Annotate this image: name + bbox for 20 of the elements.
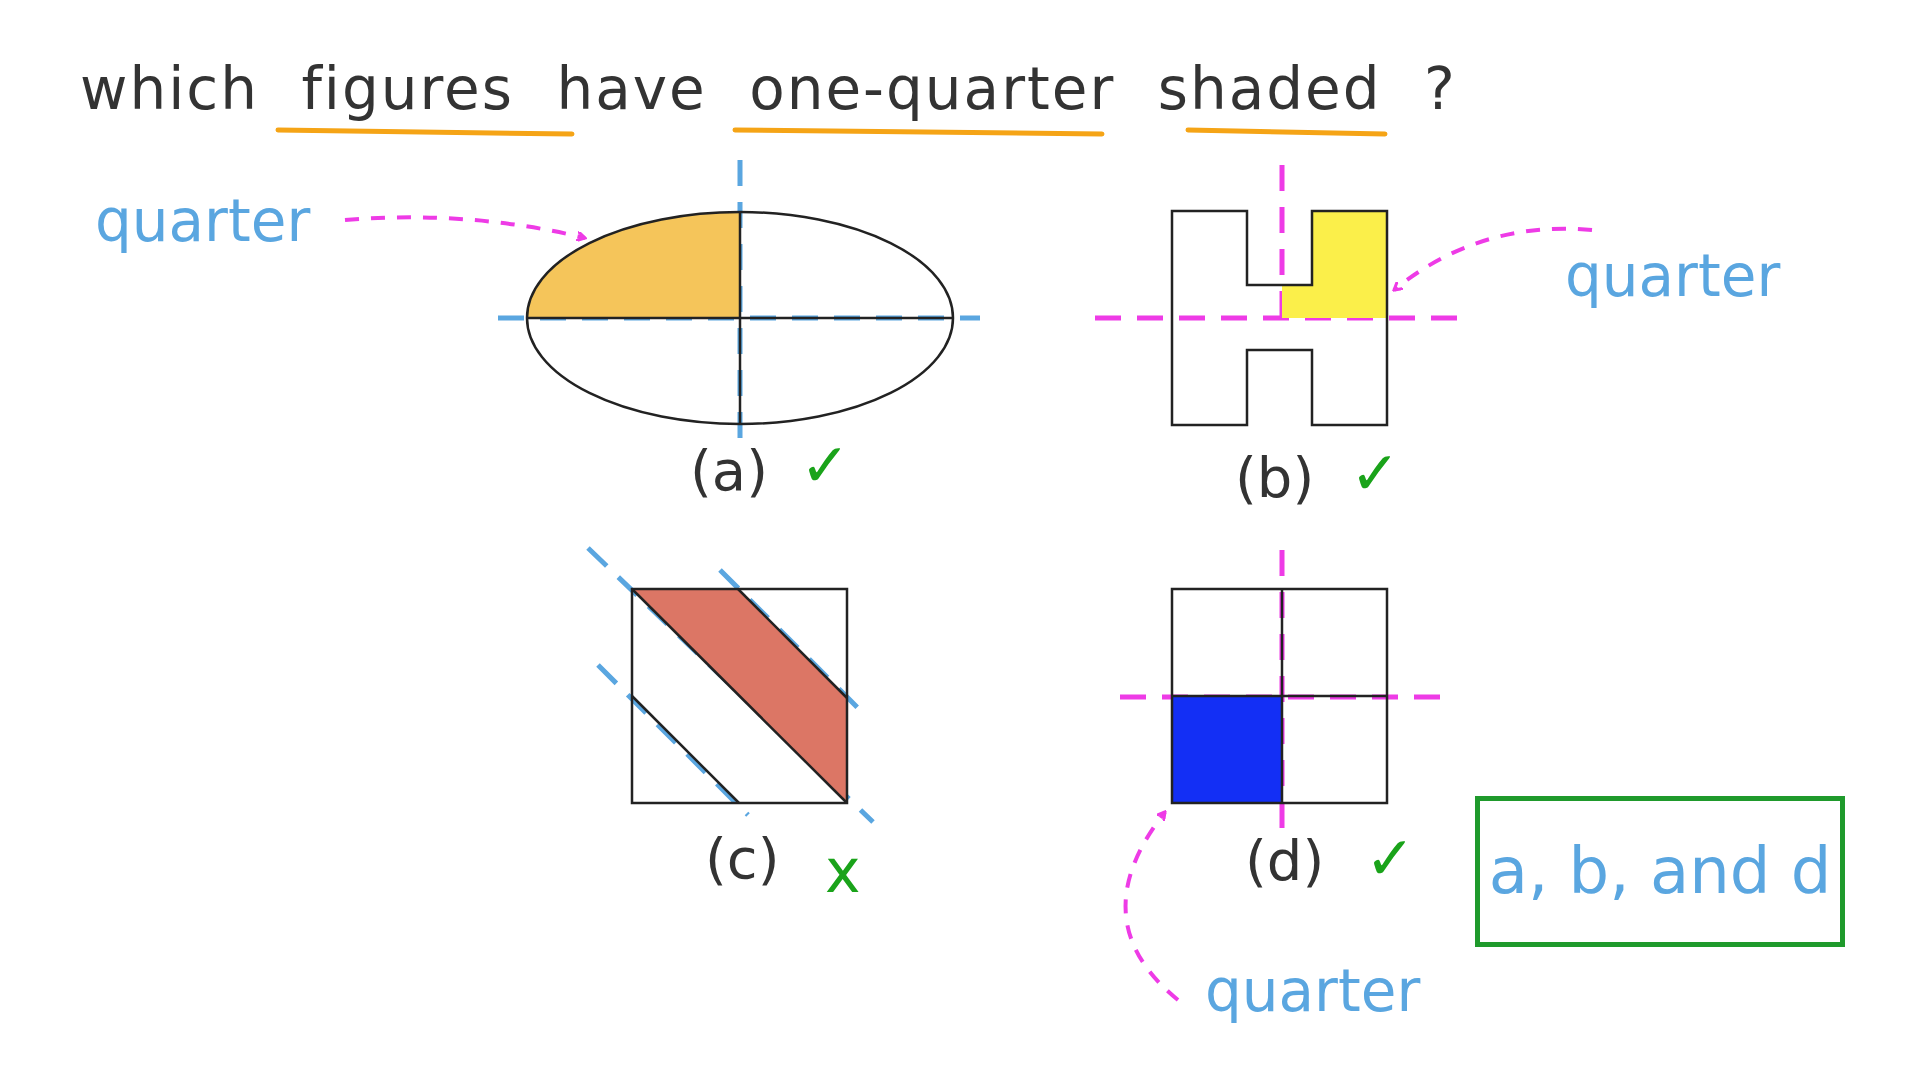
callout-label: quarter — [95, 190, 311, 254]
h-shape-drawing — [1171, 210, 1388, 426]
leader-arrow — [344, 215, 587, 242]
callout-label: quarter — [1205, 960, 1421, 1024]
figure-label: (c) — [705, 828, 780, 890]
question-title: which figures have one-quarter shaded ? — [80, 58, 1457, 122]
answer-mark: ✓ — [1350, 440, 1401, 506]
callout-label: quarter — [1565, 245, 1781, 309]
square-drawing — [1171, 588, 1388, 804]
answer-mark: ✓ — [1365, 825, 1416, 891]
leader-arrow — [1392, 226, 1593, 292]
figure-label: (b) — [1235, 447, 1315, 509]
figure-label: (a) — [690, 440, 768, 502]
leader-arrow — [1123, 810, 1180, 1002]
answer-mark: ✓ — [800, 432, 851, 498]
square-drawing — [631, 588, 848, 804]
answer-mark: x — [825, 838, 861, 904]
ellipse-drawing — [525, 210, 955, 426]
figure-label: (d) — [1245, 830, 1325, 892]
answer-box: a, b, and d — [1475, 796, 1845, 947]
